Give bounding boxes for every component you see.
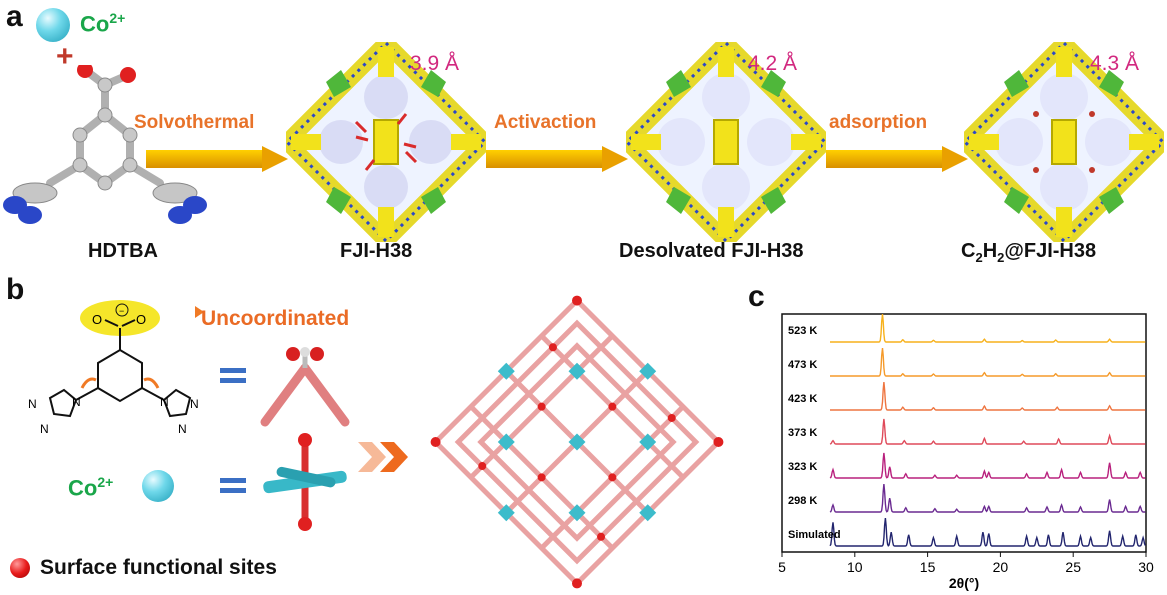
trace-298-k: [829, 484, 1146, 513]
pore-size-desolvated: 4.2 Å: [748, 52, 798, 75]
cobalt-ion-sphere: [36, 8, 70, 42]
label-c2h2-fji-h38: C2H2@FJI-H38: [961, 240, 1097, 265]
x-tick-label-25: 25: [1065, 559, 1081, 575]
cobalt-ion-charge: 2+: [109, 10, 126, 26]
pore-size-c2h2: 4.3 Å: [1090, 52, 1140, 75]
cobalt-ion-label-b: Co2+: [68, 474, 113, 501]
trace-label-simulated: Simulated: [788, 529, 841, 541]
equals-sign-ion: [220, 478, 246, 483]
trace-473-k: [830, 348, 1146, 377]
trace-523-k: [830, 314, 1146, 343]
cobalt-ion-sphere-b: [142, 470, 174, 502]
step-activation-arrow: [486, 146, 628, 172]
trace-label-373-k: 373 K: [788, 427, 817, 439]
plot-frame: [781, 313, 1147, 553]
octahedral-node-model: [263, 433, 347, 531]
framework-fji-h38: [286, 42, 486, 242]
step-adsorption-arrow: [826, 146, 968, 172]
equals-sign-ligand: [220, 368, 246, 373]
cobalt-ion-label: Co2+: [80, 10, 125, 37]
panel-b-letter: b: [6, 273, 25, 306]
x-axis-label: 2θ(°): [949, 575, 979, 591]
svg-text:N: N: [40, 422, 49, 436]
trace-label-323-k: 323 K: [788, 461, 817, 473]
framework-c2h2-loaded: [964, 42, 1164, 242]
surface-site-legend-label: Surface functional sites: [40, 556, 277, 579]
label-fji-h38: FJI-H38: [340, 240, 413, 262]
framework-desolvated: [626, 42, 826, 242]
label-hdtba: HDTBA: [88, 240, 158, 262]
label-desolvated-fji-h38: Desolvated FJI-H38: [619, 240, 804, 262]
svg-text:N: N: [178, 422, 187, 436]
x-tick-label-20: 20: [993, 559, 1009, 575]
x-tick-label-5: 5: [778, 559, 786, 575]
x-tick-label-30: 30: [1138, 559, 1154, 575]
svg-text:O: O: [92, 312, 102, 327]
hdtba-molecule: [3, 65, 207, 224]
svg-text:N: N: [160, 395, 169, 409]
step-solvothermal-arrow: [146, 146, 288, 172]
trace-423-k: [830, 382, 1146, 411]
cobalt-ion-charge-b: 2+: [97, 474, 114, 490]
framework-topology-model: [430, 295, 724, 589]
svg-text:N: N: [190, 397, 199, 411]
step-adsorption-label: adsorption: [829, 112, 928, 133]
uncoordinated-label: Uncoordinated: [201, 307, 350, 330]
trace-label-423-k: 423 K: [788, 393, 817, 405]
svg-text:−: −: [119, 306, 124, 316]
trace-simulated: [829, 518, 1146, 547]
plus-sign: +: [56, 40, 74, 73]
chevron-right-icon: [358, 442, 408, 472]
trace-323-k: [829, 452, 1146, 479]
panel-c-letter: c: [748, 280, 765, 313]
trace-label-473-k: 473 K: [788, 359, 817, 371]
surface-site-legend-marker: [10, 558, 30, 578]
trace-373-k: [829, 418, 1146, 445]
cobalt-ion-text: Co: [80, 11, 110, 37]
linker-v-model: [260, 347, 350, 427]
x-tick-label-10: 10: [847, 559, 863, 575]
step-activation-label: Activaction: [494, 112, 597, 133]
svg-text:N: N: [28, 397, 37, 411]
x-tick-label-15: 15: [920, 559, 936, 575]
svg-text:N: N: [72, 395, 81, 409]
cobalt-ion-text-b: Co: [68, 475, 98, 501]
pore-size-fji-h38: 3.9 Å: [410, 52, 460, 75]
panel-a-letter: a: [6, 0, 23, 33]
trace-label-298-k: 298 K: [788, 495, 817, 507]
step-solvothermal-label: Solvothermal: [134, 112, 255, 133]
svg-text:O: O: [136, 312, 146, 327]
trace-label-523-k: 523 K: [788, 325, 817, 337]
